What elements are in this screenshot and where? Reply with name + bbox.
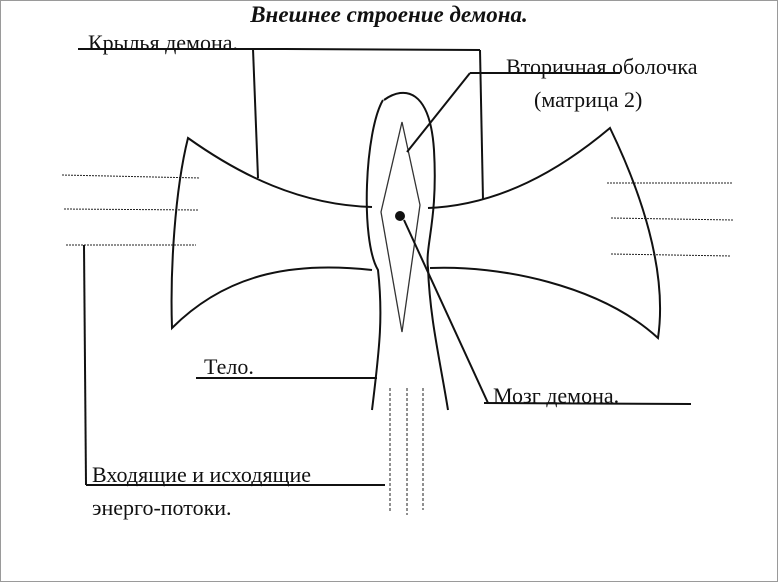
label-energy-flows-sub: энерго-потоки. xyxy=(92,495,232,520)
body-outline-right xyxy=(383,91,449,411)
flow-leader-line xyxy=(83,244,87,486)
shell-leader-line xyxy=(406,72,471,153)
energy-flow-line xyxy=(63,208,199,211)
brain-leader-line xyxy=(403,219,489,404)
right-wing xyxy=(427,126,662,341)
energy-flow-line xyxy=(610,253,732,257)
wings-leader-line xyxy=(285,48,481,51)
diagram-title: Внешнее строение демона. xyxy=(250,2,528,27)
energy-flow-line xyxy=(61,174,201,179)
label-brain: Мозг демона. xyxy=(493,383,620,408)
secondary-shell-diamond xyxy=(380,121,421,333)
label-secondary-shell-sub: (матрица 2) xyxy=(534,87,643,112)
energy-flow-line xyxy=(610,217,734,221)
label-body: Тело. xyxy=(204,354,254,379)
wings-leader-line xyxy=(252,48,259,179)
label-secondary-shell: Вторичная оболочка xyxy=(506,54,698,79)
label-wings: Крылья демона. xyxy=(88,30,239,55)
brain-leader-line xyxy=(483,402,692,405)
wings-leader-line xyxy=(479,49,484,201)
label-energy-flows: Входящие и исходящие xyxy=(92,462,312,487)
left-wing xyxy=(170,136,373,331)
brain-dot xyxy=(395,211,405,221)
body-outline xyxy=(365,99,384,411)
